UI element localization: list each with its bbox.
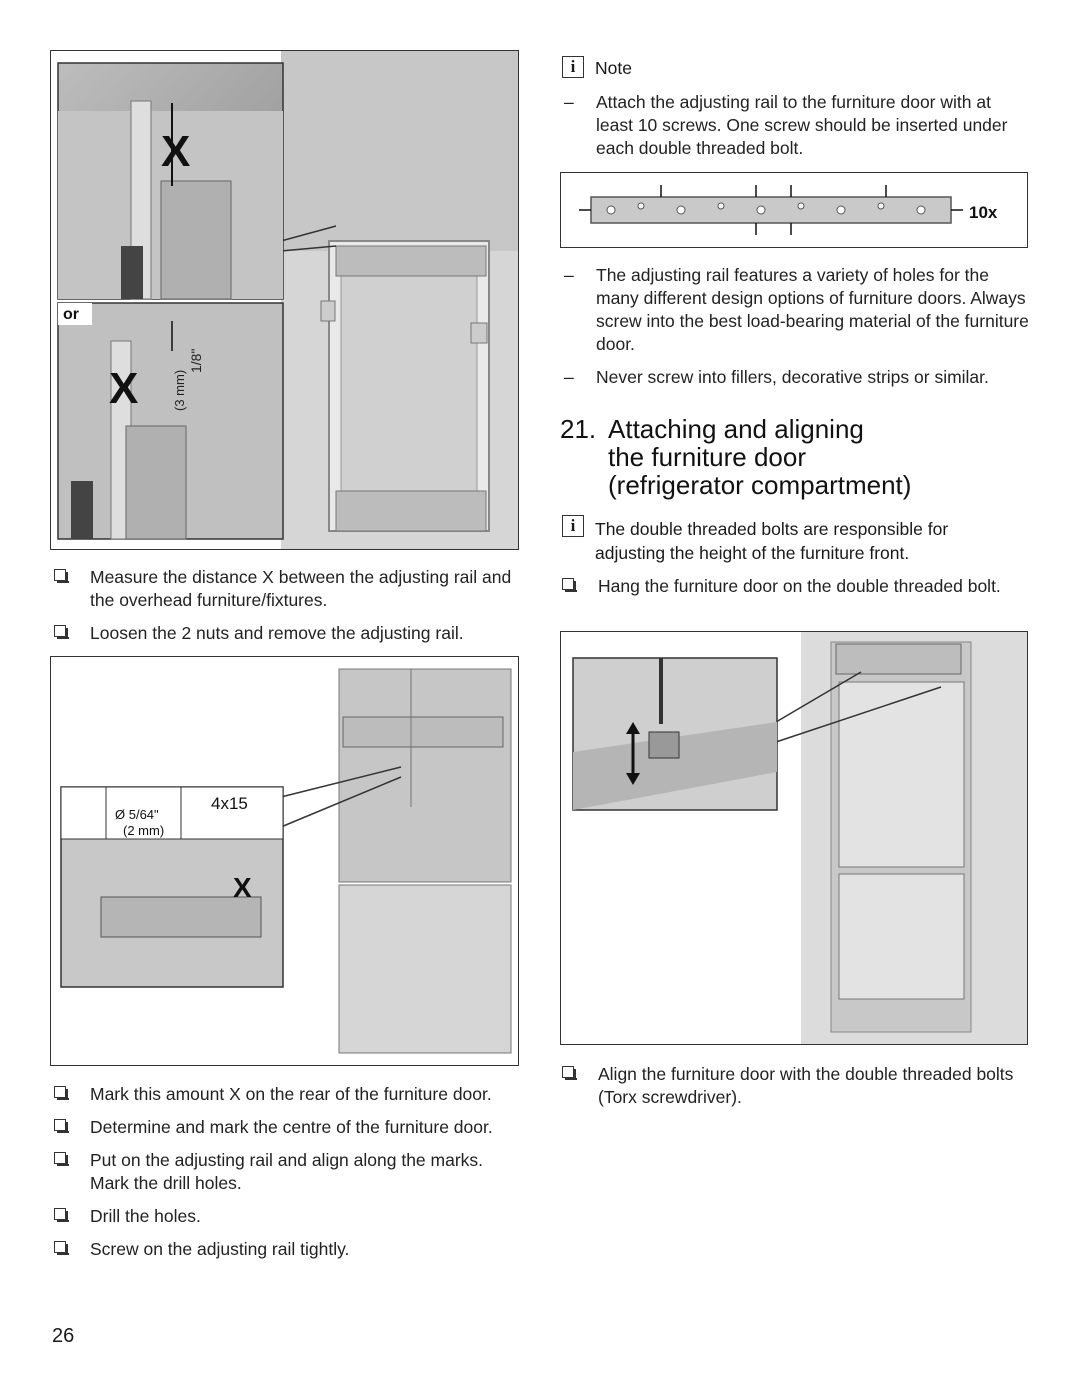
x-mark-label: X	[233, 872, 252, 903]
section-title-line1: Attaching and aligning	[608, 414, 864, 444]
dash-icon: –	[564, 265, 574, 285]
info-icon: i	[562, 515, 584, 537]
screw-count-10x: 10x	[969, 203, 998, 222]
note-list-b: –The adjusting rail features a variety o…	[560, 264, 1030, 399]
section-number: 21.	[560, 414, 597, 444]
note-title: Note	[595, 58, 632, 78]
note-item: –Attach the adjusting rail to the furnit…	[564, 92, 1008, 158]
checkbox-icon	[54, 1208, 69, 1222]
note-list-a: –Attach the adjusting rail to the furnit…	[560, 91, 1030, 170]
steps-list-b: Mark this amount X on the rear of the fu…	[54, 1083, 524, 1271]
step-item: Loosen the 2 nuts and remove the adjusti…	[54, 622, 514, 645]
dash-icon: –	[564, 92, 574, 112]
steps-list-a: Measure the distance X between the adjus…	[54, 566, 514, 655]
checkbox-icon	[54, 569, 69, 583]
section-heading: 21. Attaching and aligning the furniture…	[560, 415, 1030, 501]
x-label-top: X	[161, 127, 190, 176]
x-label-bottom: X	[109, 364, 138, 413]
note-item: –Never screw into fillers, decorative st…	[564, 367, 989, 387]
figure-hang-door	[560, 631, 1028, 1045]
mm-label: (3 mm)	[172, 370, 187, 411]
dash-icon: –	[564, 367, 574, 387]
or-label: or	[63, 306, 79, 323]
page-number: 26	[52, 1325, 75, 1347]
checkbox-icon	[54, 1152, 69, 1166]
checkbox-icon	[54, 625, 69, 639]
step-item: Put on the adjusting rail and align alon…	[54, 1149, 524, 1195]
step-item: Screw on the adjusting rail tightly.	[54, 1238, 524, 1261]
figure-mark-drill: Ø 5/64" (2 mm) 4x15 X	[50, 656, 519, 1066]
checkbox-icon	[54, 1241, 69, 1255]
info-icon: i	[562, 56, 584, 78]
checkbox-icon	[562, 1066, 577, 1080]
step-item: Mark this amount X on the rear of the fu…	[54, 1083, 524, 1106]
info-text: The double threaded bolts are responsibl…	[595, 519, 949, 563]
step-item: Determine and mark the centre of the fur…	[54, 1116, 524, 1139]
drill-size-label: Ø 5/64"	[115, 807, 159, 822]
screw-count-label: 4x15	[211, 794, 248, 813]
steps-list-c: Hang the furniture door on the double th…	[562, 575, 1022, 608]
step-item: Drill the holes.	[54, 1205, 524, 1228]
figure-measure-distance: X or X 1/8" (3 mm)	[50, 50, 519, 550]
steps-list-d: Align the furniture door with the double…	[562, 1063, 1022, 1119]
checkbox-icon	[54, 1086, 69, 1100]
figure-adjusting-rail: 10x	[560, 172, 1028, 248]
section-title-line2: the furniture door	[608, 442, 807, 472]
checkbox-icon	[562, 578, 577, 592]
step-item: Hang the furniture door on the double th…	[562, 575, 1022, 598]
checkbox-icon	[54, 1119, 69, 1133]
step-item: Align the furniture door with the double…	[562, 1063, 1022, 1109]
fraction-label: 1/8"	[188, 349, 204, 373]
note-item: –The adjusting rail features a variety o…	[564, 265, 1029, 354]
drill-mm-label: (2 mm)	[123, 823, 164, 838]
step-item: Measure the distance X between the adjus…	[54, 566, 514, 612]
section-title-line3: (refrigerator compartment)	[608, 470, 912, 500]
